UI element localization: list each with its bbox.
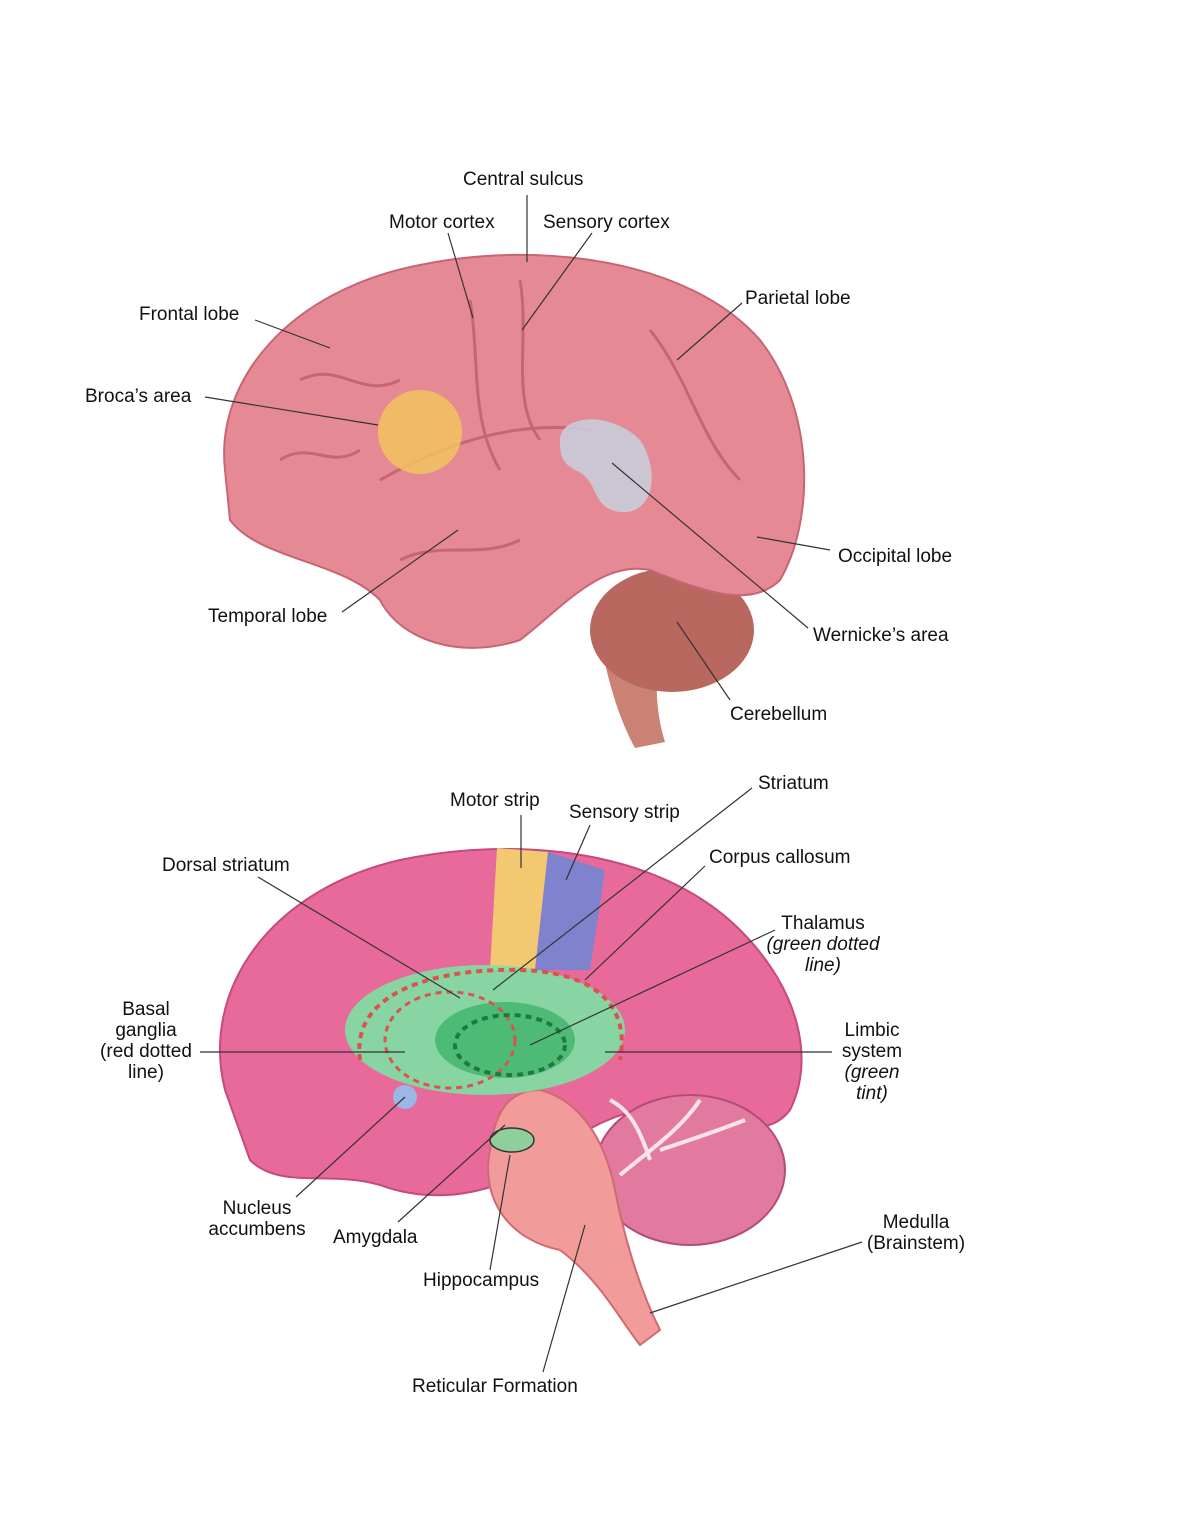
label-amygdala: Amygdala bbox=[333, 1227, 418, 1248]
label-dorsal-striatum: Dorsal striatum bbox=[162, 855, 290, 876]
label-corpus-callosum: Corpus callosum bbox=[709, 847, 851, 868]
label-limbic-system: Limbic system (green tint) bbox=[822, 1020, 922, 1104]
basal-ganglia-line-2: ganglia bbox=[115, 1020, 177, 1041]
label-sensory-strip: Sensory strip bbox=[569, 802, 680, 823]
bottom-leader-lines bbox=[200, 787, 863, 1373]
label-nucleus-accumbens: Nucleus accumbens bbox=[197, 1198, 317, 1240]
basal-ganglia-outline bbox=[357, 967, 624, 1061]
label-basal-ganglia: Basal ganglia (red dotted line) bbox=[86, 999, 206, 1083]
limbic-line-4: tint) bbox=[856, 1083, 888, 1104]
label-sensory-cortex: Sensory cortex bbox=[543, 212, 670, 233]
label-motor-strip: Motor strip bbox=[450, 790, 540, 811]
motor-strip-shape bbox=[490, 848, 548, 970]
label-cerebellum: Cerebellum bbox=[730, 704, 828, 725]
label-motor-cortex: Motor cortex bbox=[389, 212, 495, 233]
label-frontal-lobe: Frontal lobe bbox=[139, 304, 240, 325]
label-medulla: Medulla (Brainstem) bbox=[860, 1212, 972, 1254]
nucleus-accumbens-line-1: Nucleus bbox=[222, 1198, 292, 1219]
arbor-vitae bbox=[609, 1098, 746, 1177]
top-leader-lines bbox=[204, 195, 831, 701]
thalamus-note: line) bbox=[805, 955, 841, 976]
label-striatum: Striatum bbox=[758, 773, 829, 794]
nucleus-accumbens-line-2: accumbens bbox=[208, 1219, 306, 1240]
label-temporal-lobe: Temporal lobe bbox=[208, 606, 328, 627]
cerebellum-shape bbox=[590, 568, 754, 692]
hippocampus-shape bbox=[489, 1127, 535, 1153]
brainstem-sagittal bbox=[487, 1088, 662, 1347]
medulla-line-2: (Brainstem) bbox=[866, 1233, 966, 1254]
lateral-brain-illustration bbox=[223, 253, 806, 748]
label-parietal-lobe: Parietal lobe bbox=[745, 288, 851, 309]
brocas-area-highlight bbox=[378, 390, 462, 474]
medulla-line-1: Medulla bbox=[882, 1212, 950, 1233]
thalamus-note: (green dotted bbox=[766, 934, 880, 955]
label-occipital-lobe: Occipital lobe bbox=[838, 546, 953, 567]
cerebrum-shape bbox=[223, 253, 806, 649]
label-brocas-area: Broca’s area bbox=[85, 386, 192, 407]
wernickes-area-highlight bbox=[560, 419, 652, 513]
thalamus-outline bbox=[453, 1013, 567, 1077]
basal-ganglia-line-1: Basal bbox=[122, 999, 170, 1020]
basal-ganglia-line-4: line) bbox=[128, 1062, 164, 1083]
label-central-sulcus: Central sulcus bbox=[463, 169, 584, 190]
thalamus-title: Thalamus bbox=[781, 913, 865, 934]
limbic-line-1: Limbic bbox=[844, 1020, 900, 1041]
label-thalamus: Thalamus (green dotted line) bbox=[758, 913, 888, 976]
limbic-line-2: system bbox=[841, 1041, 903, 1062]
limbic-line-3: (green bbox=[844, 1062, 900, 1083]
label-wernickes-area: Wernicke’s area bbox=[813, 625, 949, 646]
label-hippocampus: Hippocampus bbox=[423, 1270, 540, 1291]
label-reticular-formation: Reticular Formation bbox=[412, 1376, 578, 1397]
basal-ganglia-line-3: (red dotted bbox=[100, 1041, 192, 1062]
sensory-strip-shape bbox=[535, 852, 605, 970]
sagittal-brain-illustration bbox=[219, 847, 803, 1347]
